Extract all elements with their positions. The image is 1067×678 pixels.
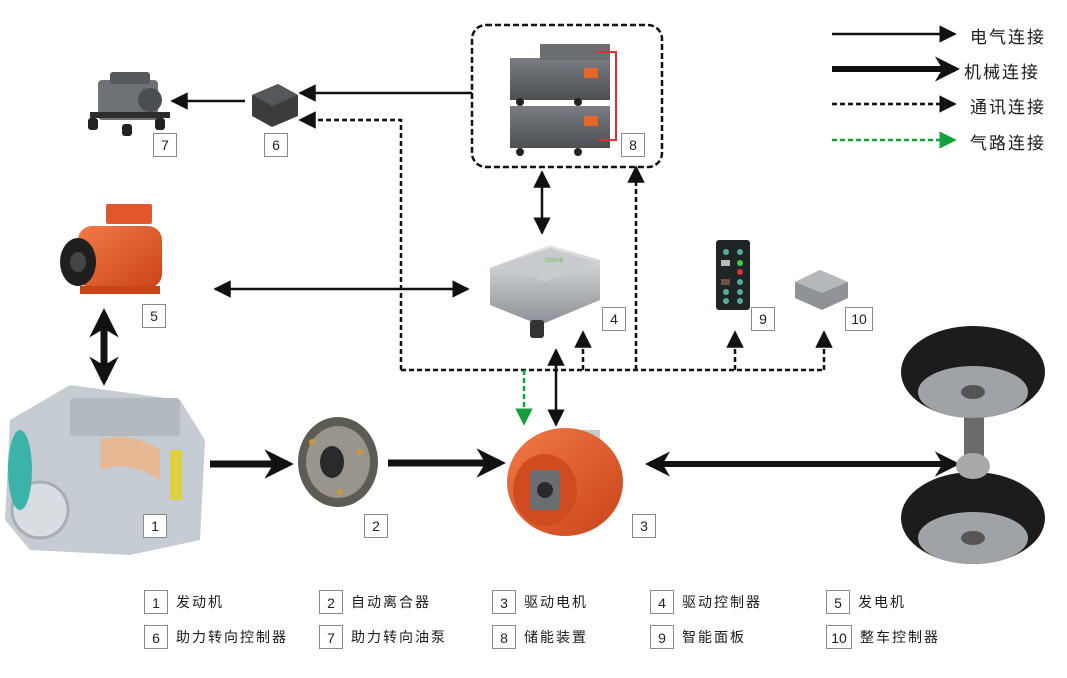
key-num: 10 (826, 625, 852, 649)
label-box-4: 4 (602, 307, 626, 331)
key-text: 整车控制器 (860, 630, 940, 646)
key-text: 发动机 (176, 595, 224, 611)
legend-pneumatic: 气路连接 (964, 129, 1046, 154)
wheel-axle-icon (901, 326, 1045, 564)
engine-icon (5, 385, 205, 555)
vehicle-controller-icon (795, 270, 848, 310)
label-box-3: 3 (632, 514, 656, 538)
key-item-7: 7 助力转向油泵 (319, 624, 447, 650)
key-num: 2 (319, 590, 343, 614)
legend-communication: 通讯连接 (964, 93, 1046, 118)
connections (89, 84, 961, 479)
key-text: 驱动电机 (524, 595, 588, 611)
key-text: 智能面板 (682, 630, 746, 646)
key-item-6: 6 助力转向控制器 (144, 624, 288, 650)
label-box-2: 2 (364, 514, 388, 538)
svg-text:DRIVE: DRIVE (545, 257, 564, 264)
legend-mechanical-label: 机械连接 (964, 63, 1040, 83)
key-text: 驱动控制器 (682, 595, 762, 611)
drive-motor-icon (507, 428, 623, 536)
drive-controller-icon: DRIVE (490, 245, 600, 338)
key-item-1: 1 发动机 (144, 589, 224, 615)
key-item-10: 10 整车控制器 (826, 624, 940, 650)
key-item-5: 5 发电机 (826, 589, 906, 615)
key-item-2: 2 自动离合器 (319, 589, 431, 615)
key-text: 自动离合器 (351, 595, 431, 611)
energy-storage-frame (470, 23, 664, 169)
key-item-9: 9 智能面板 (650, 624, 746, 650)
legend-pneumatic-label: 气路连接 (970, 134, 1046, 154)
label-box-10: 10 (845, 307, 873, 331)
key-num: 8 (492, 625, 516, 649)
key-num: 1 (144, 590, 168, 614)
smart-panel-icon (716, 240, 750, 310)
generator-icon (60, 204, 162, 294)
legend-electrical-label: 电气连接 (970, 28, 1046, 48)
steering-controller-icon (252, 84, 298, 127)
key-num: 3 (492, 590, 516, 614)
key-text: 储能装置 (524, 630, 588, 646)
comm-bus-to-6 (298, 111, 403, 370)
key-item-3: 3 驱动电机 (492, 589, 588, 615)
key-text: 助力转向油泵 (351, 630, 447, 646)
label-box-9: 9 (751, 307, 775, 331)
key-num: 9 (650, 625, 674, 649)
label-box-8: 8 (621, 133, 645, 157)
key-num: 4 (650, 590, 674, 614)
legend-mechanical: 机械连接 (958, 58, 1040, 83)
energy-storage-icon (510, 44, 617, 156)
steering-pump-icon (88, 72, 170, 136)
legend-electrical: 电气连接 (964, 23, 1046, 48)
key-text: 助力转向控制器 (176, 630, 288, 646)
label-box-7: 7 (153, 133, 177, 157)
clutch-icon (298, 417, 378, 507)
key-num: 6 (144, 625, 168, 649)
key-text: 发电机 (858, 595, 906, 611)
label-box-5: 5 (142, 304, 166, 328)
legend-lines (832, 25, 961, 149)
key-item-8: 8 储能装置 (492, 624, 588, 650)
key-item-4: 4 驱动控制器 (650, 589, 762, 615)
key-num: 5 (826, 590, 850, 614)
key-num: 7 (319, 625, 343, 649)
label-box-1: 1 (143, 514, 167, 538)
label-box-6: 6 (264, 133, 288, 157)
legend-communication-label: 通讯连接 (970, 98, 1046, 118)
